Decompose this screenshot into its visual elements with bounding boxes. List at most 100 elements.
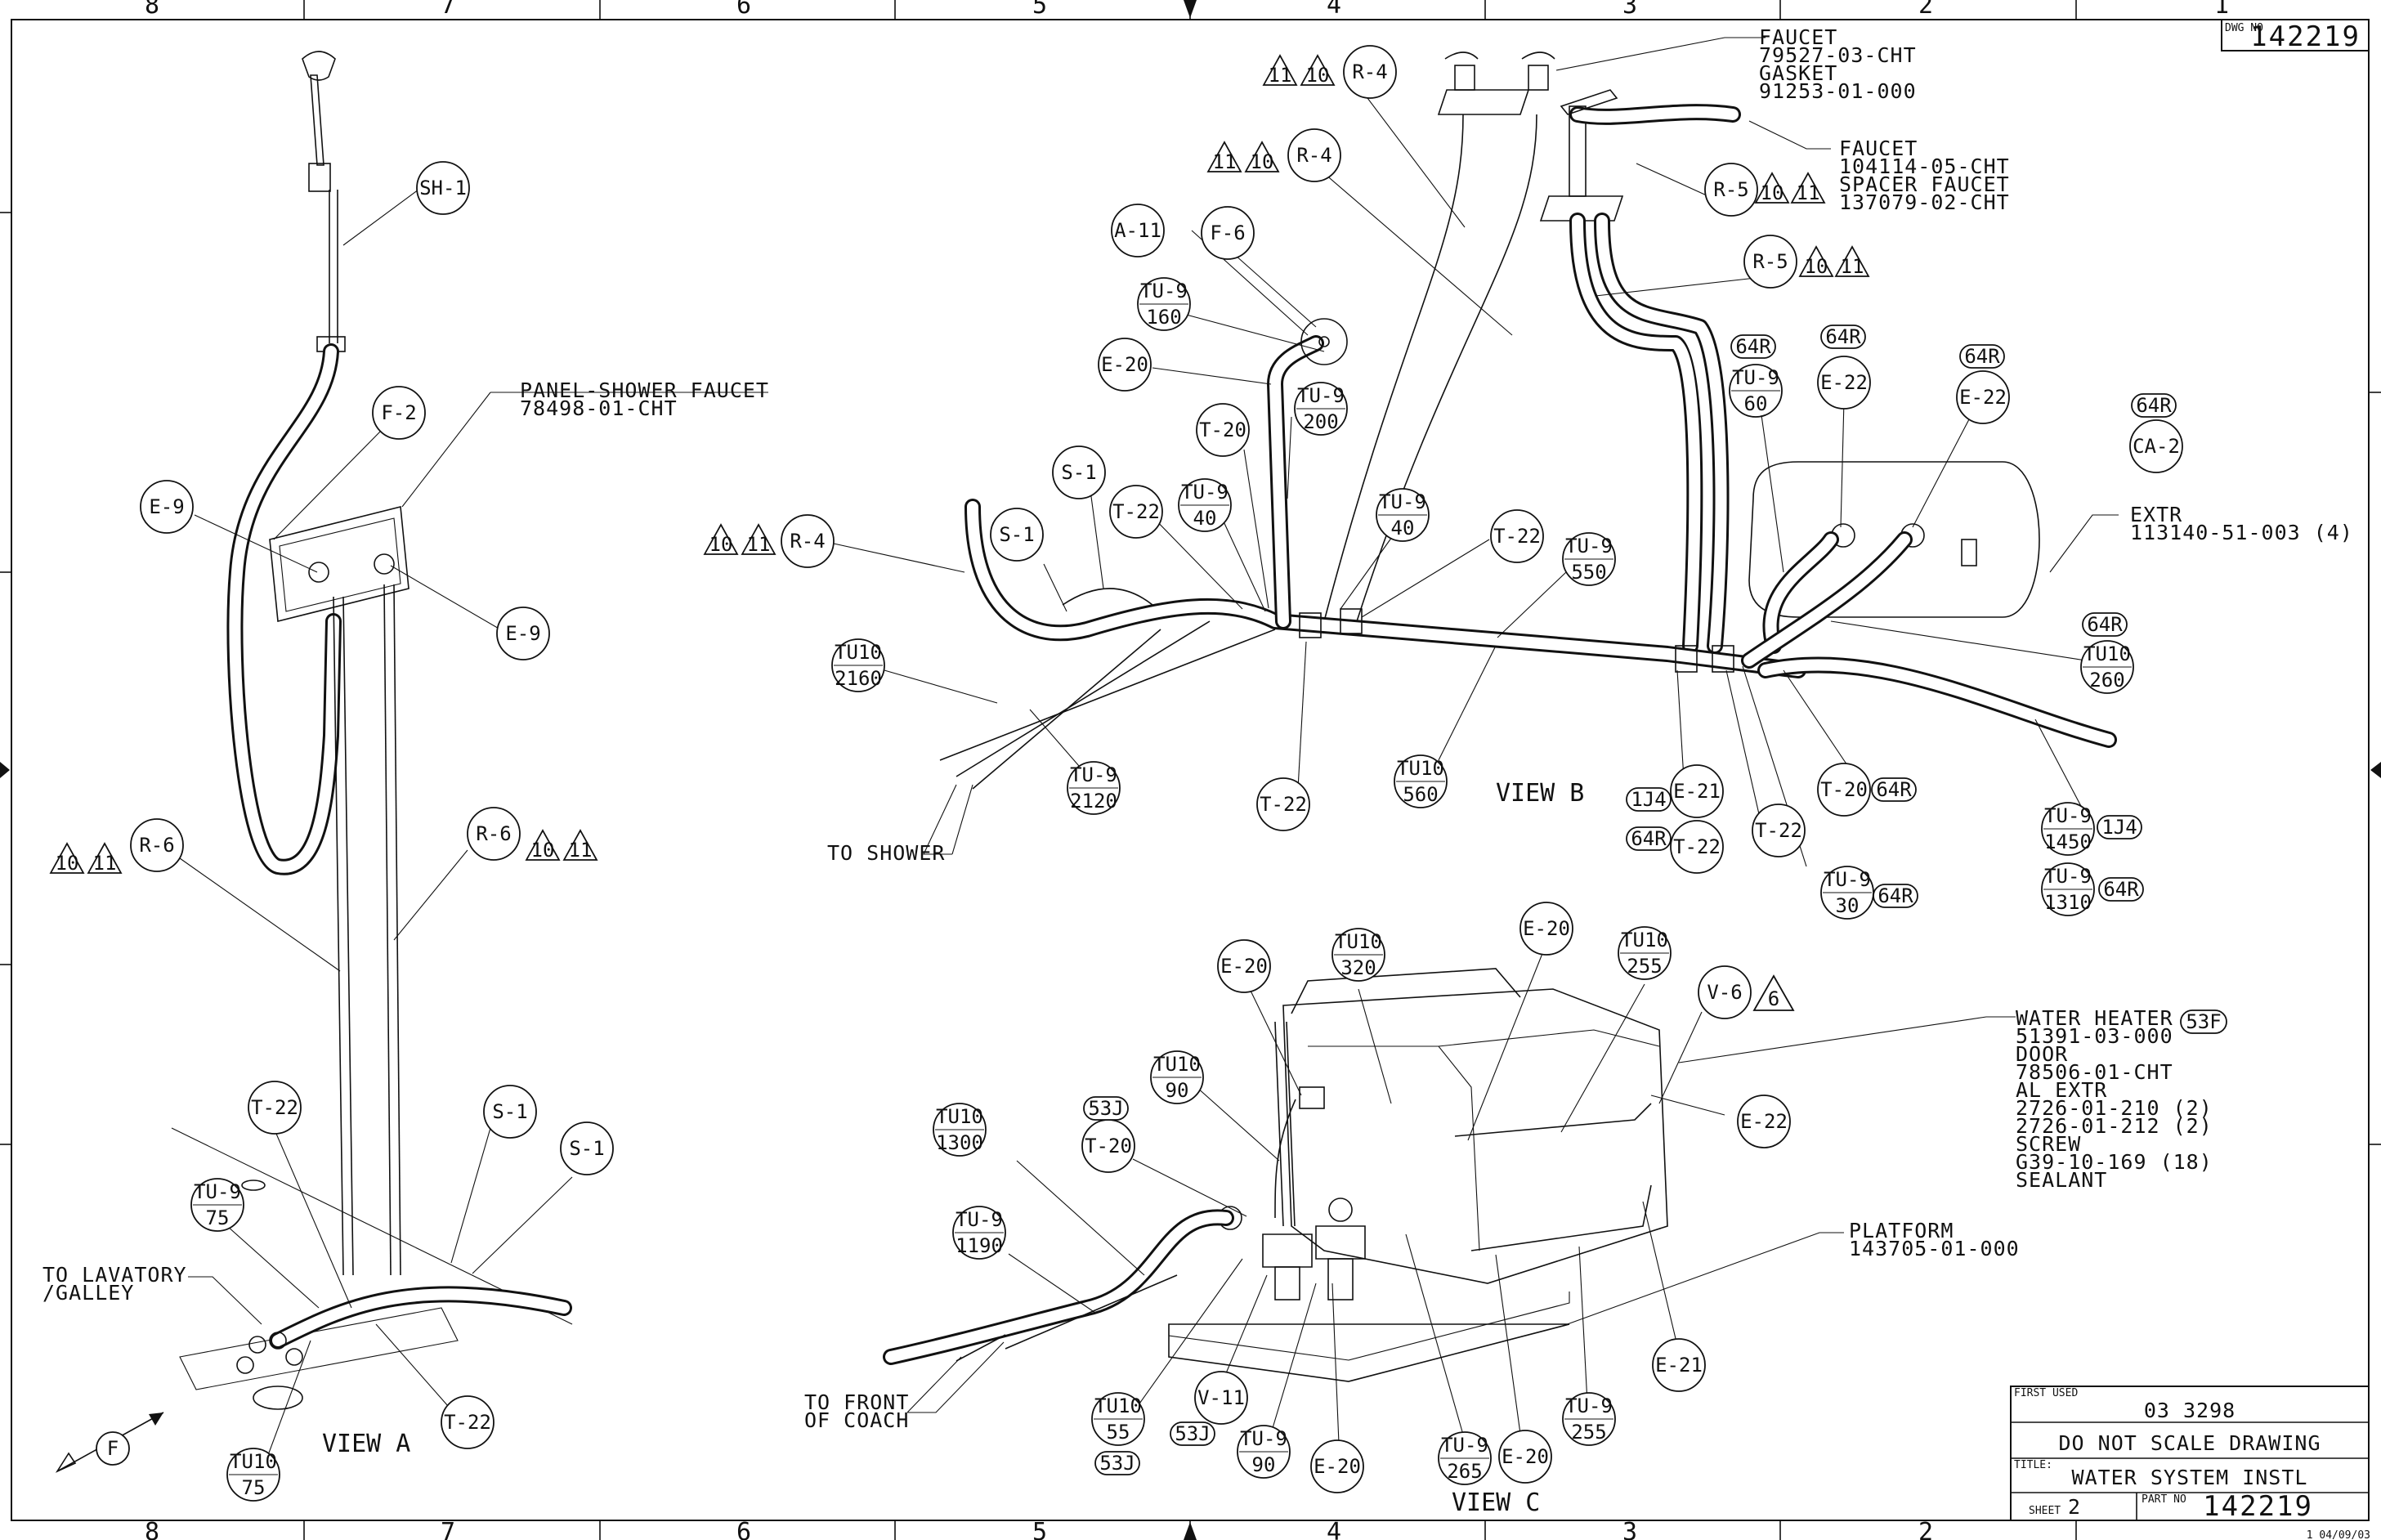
view-b <box>939 51 2117 790</box>
svg-text:1J4: 1J4 <box>1631 788 1666 811</box>
callout-text: TO LAVATORY <box>43 1263 187 1287</box>
callout-text: FAUCET <box>1759 25 1837 49</box>
svg-text:53J: 53J <box>1099 1452 1135 1475</box>
callout-text: SEALANT <box>2016 1168 2107 1192</box>
callout-text: 113140-51-003 (4) <box>2130 521 2353 544</box>
svg-text:64R: 64R <box>1825 325 1861 348</box>
bubble: R-6 <box>130 818 184 872</box>
svg-text:64R: 64R <box>2103 878 2139 901</box>
svg-text:64R: 64R <box>1876 778 1912 801</box>
rev-flag: 11 <box>1790 172 1826 204</box>
svg-text:255: 255 <box>1571 1421 1606 1444</box>
svg-text:E-21: E-21 <box>1673 780 1721 803</box>
svg-text:TU-9: TU-9 <box>1181 481 1229 504</box>
zone-ticks-sides <box>0 212 2381 1145</box>
callout-panel-shower: PANEL-SHOWER FAUCET 78498-01-CHT <box>520 378 769 420</box>
svg-text:53J: 53J <box>1088 1097 1123 1120</box>
svg-text:T-22: T-22 <box>1755 819 1802 842</box>
svg-text:6: 6 <box>1768 987 1779 1010</box>
tag: 53J <box>1170 1421 1215 1446</box>
center-arrow-bottom <box>1184 1522 1197 1540</box>
tag: 64R <box>1626 826 1672 851</box>
split-bubble: TU-940 <box>1376 488 1430 542</box>
svg-text:T-20: T-20 <box>1199 419 1246 441</box>
svg-text:11: 11 <box>1269 64 1292 87</box>
zone-number: 6 <box>736 1518 751 1540</box>
callout-text: TO FRONT <box>804 1390 909 1414</box>
bubble: T-22 <box>1490 509 1544 563</box>
split-bubble: TU-975 <box>190 1178 244 1232</box>
bubble: E-22 <box>1817 356 1871 410</box>
single-bubbles: SH-1 F-2 E-9 E-9 R-6 R-6 T-22 S-1 S-1 T-… <box>96 45 2183 1493</box>
callout-text: EXTR <box>2130 503 2182 526</box>
scale-note: DO NOT SCALE DRAWING <box>2058 1431 2321 1455</box>
svg-text:TU-9: TU-9 <box>1565 1395 1613 1417</box>
rev-flag: 11 <box>1262 54 1298 87</box>
bubble: F <box>96 1431 130 1466</box>
svg-text:320: 320 <box>1340 956 1376 979</box>
rev-flag: 10 <box>1798 245 1834 278</box>
view-a-leaders <box>179 189 768 1456</box>
tag: 53J <box>1094 1451 1140 1475</box>
callout-text: 51391-03-000 <box>2016 1024 2173 1048</box>
revision-date: 1 04/09/03 <box>2307 1529 2370 1540</box>
svg-text:R-6: R-6 <box>476 822 511 845</box>
part-no-label: PART NO <box>2142 1493 2186 1506</box>
svg-text:T-22: T-22 <box>1673 835 1721 858</box>
rev-flag: 10 <box>1244 141 1280 173</box>
callout-text: 2726-01-210 (2) <box>2016 1096 2213 1120</box>
bubble: S-1 <box>990 508 1044 562</box>
zone-number: 2 <box>1918 0 1933 20</box>
svg-text:TU-9: TU-9 <box>1140 280 1188 302</box>
svg-text:E-20: E-20 <box>1523 917 1570 940</box>
drawing-number-box: DWG NO 142219 <box>2221 19 2370 53</box>
svg-text:E-20: E-20 <box>1220 955 1268 978</box>
svg-text:TU10: TU10 <box>1621 929 1668 951</box>
tag: 64R <box>1871 777 1917 802</box>
split-bubble: TU-940 <box>1178 478 1232 532</box>
zone-number: 7 <box>441 0 455 20</box>
svg-text:64R: 64R <box>1735 335 1771 358</box>
tag-text: 53F <box>2186 1010 2221 1033</box>
view-c <box>883 968 1668 1382</box>
callout-text: SCREW <box>2016 1132 2081 1156</box>
part-number: 142219 <box>2203 1490 2313 1523</box>
bubble: E-21 <box>1652 1338 1706 1392</box>
callout-text: PANEL-SHOWER FAUCET <box>520 378 769 402</box>
svg-text:60: 60 <box>1744 392 1768 415</box>
svg-text:11: 11 <box>93 852 117 875</box>
svg-text:90: 90 <box>1252 1453 1276 1476</box>
split-bubble: TU-9 255 <box>1562 1392 1616 1446</box>
tag: 64R <box>1959 344 2005 369</box>
svg-text:11: 11 <box>1797 181 1820 204</box>
svg-text:TU10: TU10 <box>230 1450 277 1473</box>
svg-text:11: 11 <box>1841 255 1864 278</box>
svg-text:64R: 64R <box>1877 884 1913 907</box>
title-label: TITLE: <box>2014 1459 2052 1471</box>
first-used-value: 03 3298 <box>2144 1399 2236 1422</box>
svg-text:S-1: S-1 <box>1061 461 1096 484</box>
svg-text:TU-9: TU-9 <box>1732 366 1779 389</box>
callout-text: AL EXTR <box>2016 1078 2107 1102</box>
rev-flag: 6 <box>1752 974 1795 1011</box>
svg-text:E-22: E-22 <box>1820 371 1868 394</box>
svg-text:90: 90 <box>1166 1079 1189 1102</box>
svg-text:V-11: V-11 <box>1197 1386 1245 1409</box>
bubble: R-4 <box>1287 128 1341 182</box>
bubble: T-22 <box>441 1395 495 1449</box>
bubble: E-22 <box>1956 370 2010 424</box>
svg-text:10: 10 <box>1761 181 1784 204</box>
svg-text:TU10: TU10 <box>835 641 882 664</box>
svg-text:64R: 64R <box>2087 613 2123 636</box>
bubble: E-9 <box>140 480 194 534</box>
svg-text:T-22: T-22 <box>1493 525 1541 548</box>
svg-text:R-5: R-5 <box>1713 178 1748 201</box>
bubble: SH-1 <box>416 161 470 215</box>
callout-text: GASKET <box>1759 61 1837 85</box>
